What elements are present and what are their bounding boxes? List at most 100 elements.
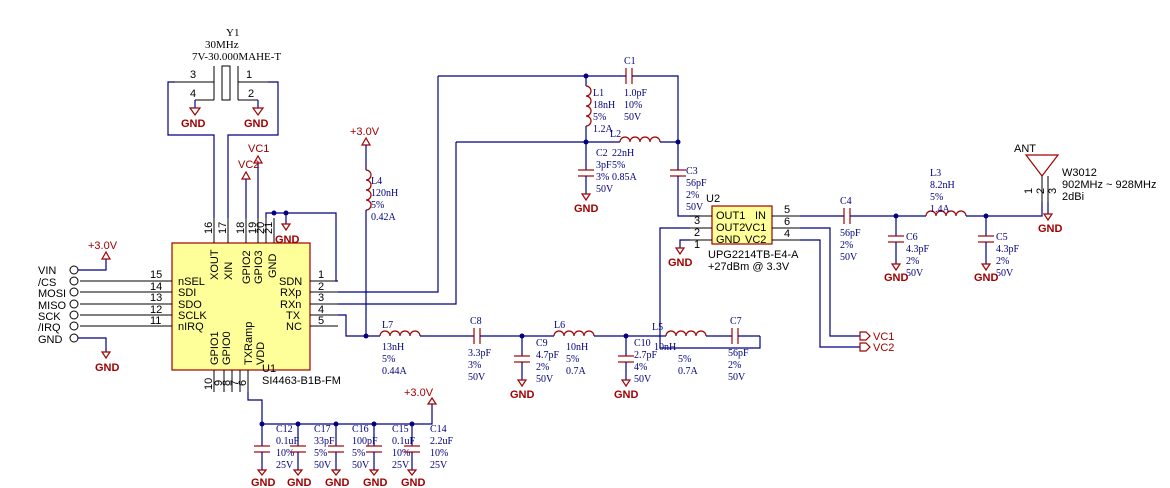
svg-text:VC2: VC2 xyxy=(873,342,894,354)
u1-pin9: 9 xyxy=(213,380,225,386)
gnd-symbol-hdr: GND xyxy=(95,351,120,374)
svg-text:GND: GND xyxy=(251,477,276,488)
inductor-l2[interactable]: L2 22nH 5% 0.85A xyxy=(610,129,661,183)
u2-pin5: 5 xyxy=(784,204,790,216)
u2-in: IN xyxy=(755,210,766,222)
svg-text:1.4A: 1.4A xyxy=(930,204,951,215)
svg-text:GND: GND xyxy=(574,203,599,215)
inductor-l5[interactable]: L5 10nH 5% 0.7A xyxy=(652,322,707,377)
svg-text:L7: L7 xyxy=(382,320,393,331)
inductor-l4[interactable]: L4 120nH 5% 0.42A xyxy=(365,169,398,223)
u2-pin1: 1 xyxy=(694,239,700,251)
u1-part: SI4463-B1B-FM xyxy=(262,375,341,387)
u1-pin14: 14 xyxy=(150,281,162,293)
hdr-cs: /CS xyxy=(38,277,56,289)
u1-sdi-label: SDI xyxy=(178,287,196,299)
svg-text:2%: 2% xyxy=(996,256,1009,267)
y1-part: 7V-30.000MAHE-T xyxy=(192,51,281,63)
svg-text:0.7A: 0.7A xyxy=(678,366,699,377)
capacitor-c4[interactable]: C4 56pF 2% 50V xyxy=(840,196,861,263)
capacitor-c12[interactable]: C12 0.1uF 10% 25V xyxy=(254,424,300,471)
inductor-l3[interactable]: L3 8.2nH 5% 1.4A xyxy=(925,168,967,217)
svg-text:8.2nH: 8.2nH xyxy=(930,180,955,191)
svg-text:5%: 5% xyxy=(382,354,395,365)
capacitor-c7[interactable]: C7 56pF 2% 50V xyxy=(728,316,749,383)
capacitor-c16[interactable]: C16 100pF 5% 50V xyxy=(328,424,378,471)
gnd-symbol-c6: GND xyxy=(884,263,909,284)
u1-pin11: 11 xyxy=(150,315,161,327)
capacitor-c1[interactable]: C1 1.0pF 10% 50V xyxy=(624,56,648,123)
svg-text:50V: 50V xyxy=(352,460,370,471)
inductor-l6[interactable]: L6 10nH 5% 0.7A xyxy=(553,320,595,377)
v3-power-symbol-hdr: +3.0V xyxy=(88,240,118,260)
gnd-symbol-c9: GND xyxy=(510,379,535,401)
svg-text:5%: 5% xyxy=(930,192,943,203)
svg-text:2: 2 xyxy=(1035,188,1047,194)
svg-text:10%: 10% xyxy=(624,100,642,111)
u2-note: +27dBm @ 3.3V xyxy=(708,261,790,273)
gnd-symbol-y1a: GND xyxy=(181,107,206,130)
capacitor-c2[interactable]: C2 3pF 3% 50V xyxy=(578,148,614,195)
u1-nsel-label: nSEL xyxy=(178,276,205,288)
u2-pin4: 4 xyxy=(784,228,790,240)
capacitor-c8[interactable]: C8 3.3pF 3% 50V xyxy=(468,316,492,383)
svg-text:GND: GND xyxy=(325,477,350,488)
svg-text:VC1: VC1 xyxy=(248,143,269,155)
capacitor-c9[interactable]: C9 4.7pF 2% 50V xyxy=(514,338,560,385)
svg-text:C8: C8 xyxy=(470,316,482,327)
svg-text:2%: 2% xyxy=(906,256,919,267)
svg-text:50V: 50V xyxy=(686,202,704,213)
gnd-symbol-dec4: GND xyxy=(363,469,388,488)
svg-text:5%: 5% xyxy=(314,448,327,459)
svg-text:L4: L4 xyxy=(371,176,382,187)
svg-text:GND: GND xyxy=(287,477,312,488)
gnd-symbol-c2: C2 GND xyxy=(574,193,599,215)
svg-text:13nH: 13nH xyxy=(382,342,404,353)
u1-gpio0-label: GPIO0 xyxy=(221,331,233,365)
svg-text:GND: GND xyxy=(181,118,206,130)
capacitor-c3[interactable]: C3 56pF 2% 50V xyxy=(670,166,707,213)
svg-text:50V: 50V xyxy=(906,268,924,279)
svg-text:L2: L2 xyxy=(610,129,621,140)
svg-text:+3.0V: +3.0V xyxy=(88,240,118,252)
capacitor-c15[interactable]: C15 0.1uF 10% 25V xyxy=(366,424,416,471)
antenna-w3012[interactable]: ANT 1 2 3 W3012 902MHz ~ 928MHz 2dBi xyxy=(1014,143,1156,203)
svg-text:+3.0V: +3.0V xyxy=(350,126,380,138)
svg-text:50V: 50V xyxy=(840,252,858,263)
ic-u1[interactable]: 16 17 18 19 20 21 XOUT XIN GPIO2 GPIO3 G… xyxy=(80,218,341,392)
svg-text:C16: C16 xyxy=(352,424,369,435)
u1-pin6: 6 xyxy=(237,380,249,386)
y1-pin4: 4 xyxy=(190,88,196,100)
v3-power-symbol-l4: +3.0V xyxy=(350,126,380,146)
svg-text:50V: 50V xyxy=(624,112,642,123)
hdr-mosi: MOSI xyxy=(38,288,66,300)
hdr-miso: MISO xyxy=(38,300,67,312)
capacitor-c14[interactable]: C14 2.2uF 10% 25V xyxy=(404,424,454,471)
u2-ref: U2 xyxy=(706,193,720,205)
svg-text:50V: 50V xyxy=(634,374,652,385)
v3-power-symbol-dec: +3.0V xyxy=(404,387,438,405)
svg-text:GND: GND xyxy=(363,477,388,488)
u1-sclk-label: SCLK xyxy=(178,310,207,322)
inductor-l7[interactable]: L7 13nH 5% 0.44A xyxy=(379,320,421,377)
gnd-symbol-c5: GND xyxy=(974,263,999,284)
pa-ic-u2[interactable]: U2 OUT1 OUT2 GND IN VC1 VC2 3 2 1 5 6 4 … xyxy=(690,193,800,273)
crystal-y1[interactable]: Y1 30MHz 7V-30.000MAHE-T 3 1 4 2 xyxy=(175,27,281,101)
u1-rxp-label: RXp xyxy=(280,287,301,299)
svg-text:C10: C10 xyxy=(634,338,651,349)
spi-header-connector[interactable]: VIN /CS MOSI MISO SCK /IRQ GND xyxy=(38,265,79,346)
inductor-l1[interactable]: L1 18nH 5% 1.2A xyxy=(585,85,615,135)
capacitor-c10[interactable]: C10 2.7pF 4% 50V xyxy=(618,338,658,385)
gnd-symbol-y1b: GND xyxy=(244,107,269,130)
y1-pin1: 1 xyxy=(246,69,252,81)
u1-pin19: 19 xyxy=(247,222,259,234)
svg-text:10%: 10% xyxy=(392,448,410,459)
capacitor-c17[interactable]: C17 33pF 5% 50V xyxy=(290,424,335,471)
svg-text:18nH: 18nH xyxy=(593,100,615,111)
svg-text:GND: GND xyxy=(614,389,639,401)
svg-text:L5: L5 xyxy=(652,322,663,333)
svg-text:0.1uF: 0.1uF xyxy=(276,436,300,447)
svg-text:25V: 25V xyxy=(430,460,448,471)
svg-text:120nH: 120nH xyxy=(371,188,398,199)
